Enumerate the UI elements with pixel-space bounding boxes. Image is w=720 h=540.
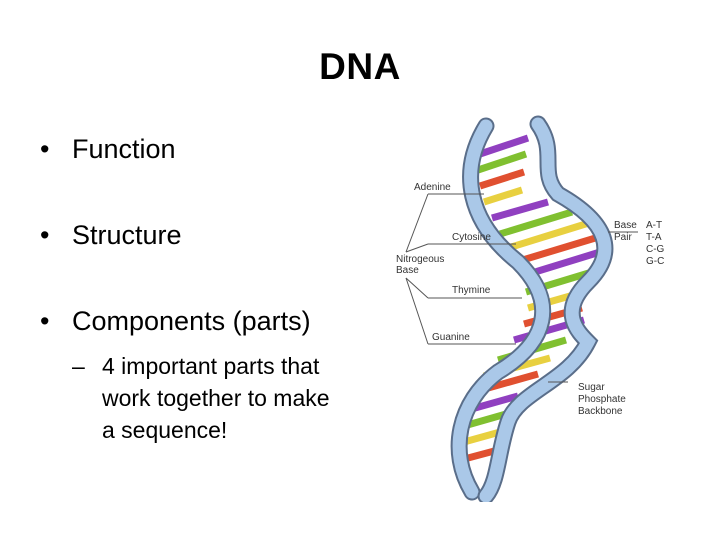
- bullet-marker: •: [40, 220, 50, 250]
- label-pair-cg: C-G: [646, 244, 665, 255]
- label-base-pair-1: Base: [614, 220, 637, 231]
- label-sugar: Sugar: [578, 382, 605, 393]
- leader-lines: [405, 193, 638, 383]
- slide-title: DNA: [319, 46, 401, 87]
- label-phosphate: Phosphate: [578, 394, 626, 405]
- label-adenine: Adenine: [414, 182, 451, 193]
- sub-bullet-line: work together to make: [102, 385, 330, 411]
- bullet-marker: •: [40, 134, 50, 164]
- label-thymine: Thymine: [452, 285, 491, 296]
- label-guanine: Guanine: [432, 332, 470, 343]
- label-base-pair-2: Pair: [614, 232, 632, 243]
- label-pair-gc: G-C: [646, 256, 664, 267]
- label-backbone: Backbone: [578, 406, 623, 417]
- dna-diagram: Adenine Cytosine Nitrogeous Base Thymine…: [388, 112, 678, 505]
- sub-bullet: – 4 important parts that work together t…: [72, 350, 372, 446]
- label-pair-ta: T-A: [646, 232, 662, 243]
- bullet-text: Function: [72, 134, 176, 164]
- sub-bullet-marker: –: [72, 353, 85, 379]
- label-pair-at: A-T: [646, 220, 662, 231]
- dna-helix-illustration: Adenine Cytosine Nitrogeous Base Thymine…: [396, 115, 665, 505]
- sub-bullet-line: a sequence!: [102, 417, 228, 443]
- label-cytosine: Cytosine: [452, 232, 491, 243]
- label-nitrogenous: Nitrogeous: [396, 254, 444, 265]
- bullet-text: Components (parts): [72, 306, 311, 336]
- bullet-marker: •: [40, 306, 50, 336]
- bullet-text: Structure: [72, 220, 182, 250]
- label-base: Base: [396, 265, 419, 276]
- sub-bullet-line: 4 important parts that: [102, 353, 320, 379]
